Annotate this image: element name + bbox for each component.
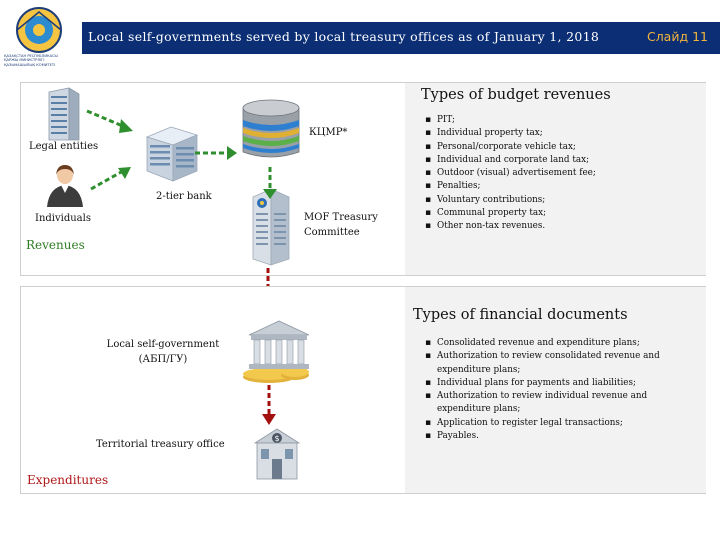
document-types-list: Consolidated revenue and expenditure pla…	[425, 337, 677, 444]
list-item: Individual plans for payments and liabil…	[425, 377, 677, 391]
slide-header: ҚАЗАҚСТАН РЕСПУБЛИКАСЫ ҚАРЖЫ МИНИСТРЛІГІ…	[0, 0, 720, 78]
list-item: Application to register legal transactio…	[425, 417, 677, 431]
revenues-panel: Legal entities Individuals 2-tier bank К…	[20, 82, 706, 276]
svg-text:$: $	[274, 434, 279, 443]
person-icon	[47, 165, 83, 207]
expenditures-panel: Local self-government (АБП/ГУ) Territori…	[20, 286, 706, 494]
list-item: Communal property tax;	[425, 207, 701, 221]
expenditures-group-label: Expenditures	[27, 473, 109, 487]
revenue-types-title: Types of budget revenues	[421, 87, 611, 103]
slide-number: Слайд 11	[646, 29, 708, 44]
local-government-label: Local self-government (АБП/ГУ)	[106, 339, 220, 365]
title-bar: Local self-governments served by local t…	[82, 22, 720, 54]
revenue-flow-arrows	[86, 109, 277, 199]
list-item: Authorization to review individual reven…	[425, 390, 677, 417]
database-stack-icon	[242, 99, 300, 158]
list-item: Authorization to review consolidated rev…	[425, 350, 677, 377]
list-item: Individual and corporate land tax;	[425, 154, 701, 168]
slide-title: Local self-governments served by local t…	[88, 29, 600, 44]
red-flow-arrow-bottom	[262, 385, 276, 425]
emblem-logo	[16, 7, 62, 53]
legal-entities-label: Legal entities	[29, 141, 99, 152]
revenues-group-label: Revenues	[26, 238, 85, 252]
treasury-committee-label: MOF Treasury Committee	[304, 212, 378, 238]
list-item: Individual property tax;	[425, 127, 701, 141]
territorial-office-label: Territorial treasury office	[96, 439, 225, 450]
kcmr-label: КЦМР*	[309, 127, 348, 138]
bank-label: 2-tier bank	[156, 191, 212, 202]
list-item: Consolidated revenue and expenditure pla…	[425, 337, 677, 351]
bank-dollar-icon: $	[253, 428, 301, 480]
office-building-icon	[48, 87, 80, 141]
list-item: Payables.	[425, 430, 677, 444]
list-item: Personal/corporate vehicle tax;	[425, 141, 701, 155]
treasury-building-icon	[252, 188, 290, 266]
revenue-types-list: PIT; Individual property tax; Personal/c…	[425, 114, 701, 234]
government-building-icon	[243, 320, 310, 383]
logo-caption: ҚАЗАҚСТАН РЕСПУБЛИКАСЫ ҚАРЖЫ МИНИСТРЛІГІ…	[4, 54, 58, 67]
list-item: Other non-tax revenues.	[425, 220, 701, 234]
list-item: Penalties;	[425, 180, 701, 194]
list-item: Voluntary contributions;	[425, 194, 701, 208]
document-types-title: Types of financial documents	[413, 307, 628, 323]
list-item: Outdoor (visual) advertisement fee;	[425, 167, 701, 181]
bank-building-icon	[145, 126, 199, 182]
list-item: PIT;	[425, 114, 701, 128]
individuals-label: Individuals	[35, 213, 91, 224]
